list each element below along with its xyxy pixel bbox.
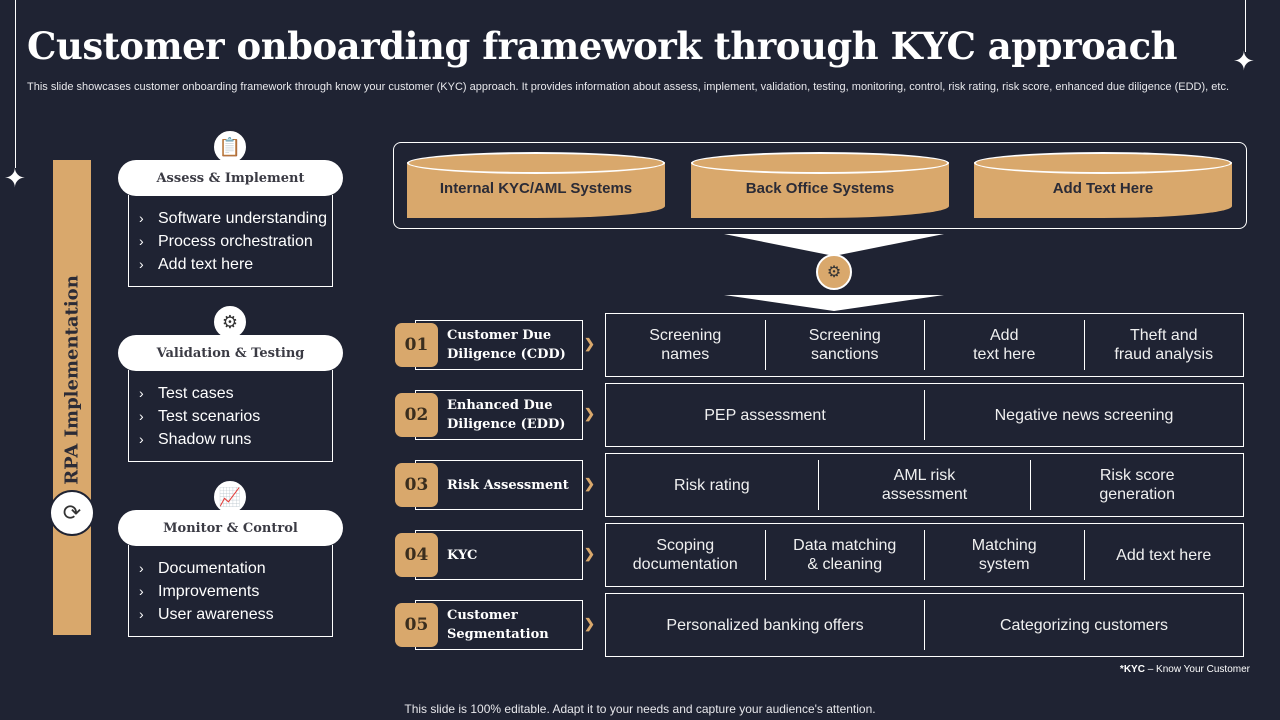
chevron-right-icon: ›	[139, 256, 144, 272]
phase-list-item: › Documentation	[139, 557, 332, 580]
phase-title: Monitor & Control	[118, 510, 343, 546]
chevron-right-icon: ❯	[584, 336, 595, 351]
system-cylinder: Add Text Here	[974, 152, 1232, 218]
funnel-arrow-top	[724, 234, 944, 256]
step-detail-cell: Data matching & cleaning	[764, 530, 925, 580]
phase-item-text: Documentation	[158, 560, 266, 577]
phase-list: › Test cases › Test scenarios › Shadow runs	[128, 370, 333, 462]
step-detail-cell: Scoping documentation	[632, 537, 738, 573]
chevron-right-icon: ›	[139, 385, 144, 401]
chevron-right-icon: ›	[139, 408, 144, 424]
decor-line-left	[15, 0, 16, 168]
phase-item-text: Process orchestration	[158, 233, 313, 250]
decor-line-right	[1245, 0, 1246, 52]
chevron-right-icon: ›	[139, 583, 144, 599]
clipboard-search-icon: 📋	[212, 129, 248, 165]
funnel-arrow-bottom	[724, 295, 944, 311]
footnote: *KYC – Know Your Customer	[1120, 664, 1250, 675]
chevron-right-icon: ❯	[584, 406, 595, 421]
step-detail-cell: Add text here	[1083, 530, 1244, 580]
step-detail-cell: Theft and fraud analysis	[1083, 320, 1244, 370]
step-detail-cell: Negative news screening	[924, 390, 1243, 440]
chevron-right-icon: ›	[139, 560, 144, 576]
rpa-label: RPA Implementation	[61, 275, 83, 485]
phase-item-text: Test cases	[158, 385, 234, 402]
step-label: KYC	[415, 530, 583, 580]
sparkle-icon: ✦	[4, 163, 26, 193]
step-detail-cell: Screening sanctions	[764, 320, 925, 370]
phase-item-text: Shadow runs	[158, 431, 252, 448]
phase-list: › Software understanding › Process orchestr…	[128, 195, 333, 287]
page-title: Customer onboarding framework through KY…	[27, 24, 1178, 68]
step-detail-cell: AML risk assessment	[817, 460, 1031, 510]
phase-item-text: User awareness	[158, 606, 274, 623]
phase-list-item: › Test cases	[139, 382, 332, 405]
system-cylinder: Back Office Systems	[691, 152, 949, 218]
step-label: Risk Assessment	[415, 460, 583, 510]
step-number: 05	[395, 603, 438, 647]
step-details: PEP assessment Negative news screening	[605, 383, 1244, 447]
step-detail-cell: Personalized banking offers	[666, 616, 864, 634]
page-subtitle: This slide showcases customer onboarding…	[27, 81, 1229, 93]
process-monitor-icon: ⚙	[816, 254, 852, 290]
chevron-right-icon: ›	[139, 233, 144, 249]
footnote-text: – Know Your Customer	[1144, 664, 1250, 675]
step-detail-cell: Categorizing customers	[924, 600, 1243, 650]
phase-list-item: › Process orchestration	[139, 230, 332, 253]
chevron-right-icon: ›	[139, 431, 144, 447]
phase-list-item: › Shadow runs	[139, 428, 332, 451]
step-number: 01	[395, 323, 438, 367]
step-number: 03	[395, 463, 438, 507]
step-detail-cell: Add text here	[924, 320, 1084, 370]
step-number: 02	[395, 393, 438, 437]
step-number: 04	[395, 533, 438, 577]
chevron-right-icon: ›	[139, 210, 144, 226]
rpa-bar	[53, 160, 91, 635]
phase-list-item: › Software understanding	[139, 207, 332, 230]
chevron-right-icon: ›	[139, 606, 144, 622]
chevron-right-icon: ❯	[584, 476, 595, 491]
step-label: Customer Due Diligence (CDD)	[415, 320, 583, 370]
step-label: Enhanced Due Diligence (EDD)	[415, 390, 583, 440]
step-detail-cell: Screening names	[649, 327, 722, 363]
phase-item-text: Improvements	[158, 583, 260, 600]
phase-list-item: › Add text here	[139, 253, 332, 276]
phase-list-item: › Test scenarios	[139, 405, 332, 428]
step-label: Customer Segmentation	[415, 600, 583, 650]
phase-list-item: › User awareness	[139, 603, 332, 626]
phase-item-text: Add text here	[158, 256, 254, 273]
system-label: Internal KYC/AML Systems	[439, 180, 633, 197]
step-detail-cell: Risk rating	[674, 476, 750, 494]
step-detail-cell: Matching system	[924, 530, 1084, 580]
footnote-key: *KYC	[1119, 664, 1145, 675]
step-details: Scoping documentation Data matching & cle…	[605, 523, 1244, 587]
cycle-gear-icon: ⟳	[49, 490, 95, 536]
bottom-note: This slide is 100% editable. Adapt it to…	[404, 702, 876, 716]
step-detail-cell: Risk score generation	[1030, 460, 1243, 510]
phase-item-text: Software understanding	[158, 210, 327, 227]
phase-title: Validation & Testing	[118, 335, 343, 371]
phase-item-text: Test scenarios	[158, 408, 261, 425]
chevron-right-icon: ❯	[584, 616, 595, 631]
systems-container	[393, 142, 1247, 229]
system-label: Back Office Systems	[745, 180, 895, 197]
step-detail-cell: PEP assessment	[704, 406, 826, 424]
monitor-analytics-icon: 📈	[212, 479, 248, 515]
chevron-right-icon: ❯	[584, 546, 595, 561]
phase-title: Assess & Implement	[118, 160, 343, 196]
phase-list-item: › Improvements	[139, 580, 332, 603]
system-cylinder: Internal KYC/AML Systems	[407, 152, 665, 218]
system-label: Add Text Here	[1052, 180, 1154, 197]
step-details: Personalized banking offers Categorizing …	[605, 593, 1244, 657]
sparkle-icon: ✦	[1233, 46, 1255, 76]
phase-list: › Documentation › Improvements › User awarene…	[128, 545, 333, 637]
